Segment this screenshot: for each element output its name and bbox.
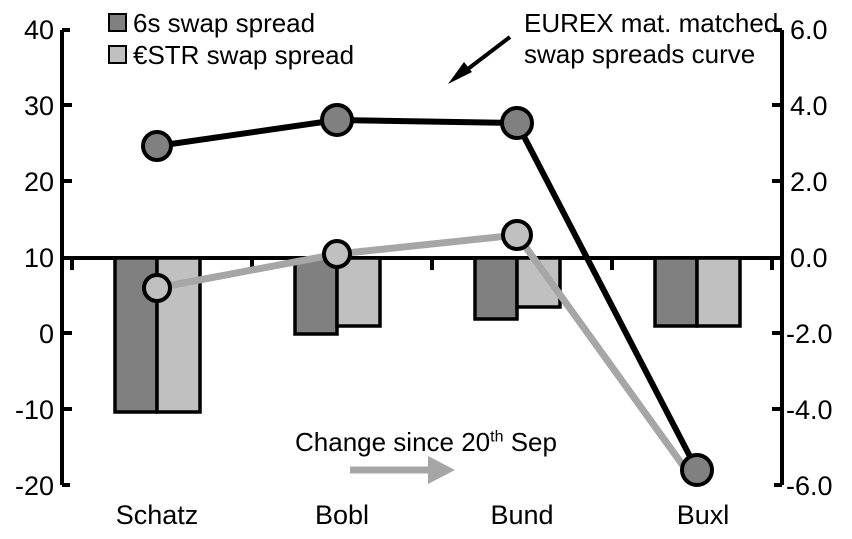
right-axis-tick-minus-2: -2.0 xyxy=(786,319,833,349)
right-axis-tick-minus-4: -4.0 xyxy=(786,395,833,425)
legend-label-estr-swap-spread: €STR swap spread xyxy=(133,39,355,70)
right-axis-tick-6: 6.0 xyxy=(790,15,828,45)
bar-bobl-6s xyxy=(293,256,339,336)
annotation-arrow-change-icon xyxy=(350,456,455,484)
marker-eurex-buxl xyxy=(680,453,714,487)
series-line-change-since xyxy=(156,231,700,488)
category-label-bobl: Bobl xyxy=(314,500,370,530)
legend-item-estr-swap-spread: €STR swap spread xyxy=(108,40,354,69)
legend-item-6s-swap-spread: 6s swap spread xyxy=(108,8,354,37)
annotation-change-prefix: Change since 20 xyxy=(295,427,491,457)
left-axis-tick-30: 30 xyxy=(23,91,54,121)
left-axis-tick-40: 40 xyxy=(23,15,54,45)
bar-bund-6s xyxy=(473,256,519,321)
right-axis-tick-minus-6: -6.0 xyxy=(786,471,833,501)
right-axis-tick-2: 2.0 xyxy=(790,167,828,197)
legend-swatch-light-icon xyxy=(108,45,127,64)
legend-label-6s-swap-spread: 6s swap spread xyxy=(133,7,316,38)
left-axis-tick-minus-10: -10 xyxy=(14,395,54,425)
annotation-eurex-line2: swap spreads curve xyxy=(524,39,756,69)
left-axis-tick-0: 0 xyxy=(38,319,54,349)
right-axis-tick-0: 0.0 xyxy=(790,243,828,273)
chart-legend: 6s swap spread €STR swap spread xyxy=(108,8,354,72)
annotation-arrow-eurex-icon xyxy=(448,35,512,84)
annotation-change-suffix: Sep xyxy=(503,427,557,457)
right-axis-tick-4: 4.0 xyxy=(790,91,828,121)
annotation-change-since: Change since 20th Sep xyxy=(295,427,557,458)
category-label-buxl: Buxl xyxy=(676,500,730,530)
bar-bobl-estr xyxy=(335,256,382,328)
marker-eurex-schatz xyxy=(141,130,173,162)
left-axis-tick-minus-20: -20 xyxy=(14,471,54,501)
annotation-eurex-line1: EUREX mat. matched xyxy=(524,8,779,38)
marker-change-bund xyxy=(501,219,533,251)
category-label-schatz: Schatz xyxy=(115,500,199,530)
bar-buxl-6s xyxy=(653,256,699,328)
category-label-bund: Bund xyxy=(490,500,554,530)
annotation-eurex: EUREX mat. matched swap spreads curve xyxy=(524,8,778,70)
left-axis-tick-20: 20 xyxy=(23,167,54,197)
annotation-change-ordinal: th xyxy=(490,428,504,446)
legend-swatch-dark-icon xyxy=(108,13,127,32)
series-line-eurex xyxy=(156,116,700,472)
marker-eurex-bund xyxy=(500,106,534,140)
left-axis-tick-10: 10 xyxy=(23,243,54,273)
marker-change-bobl xyxy=(322,239,352,269)
marker-eurex-bobl xyxy=(320,103,354,137)
bar-buxl-estr xyxy=(695,256,742,328)
marker-change-schatz xyxy=(142,273,172,303)
